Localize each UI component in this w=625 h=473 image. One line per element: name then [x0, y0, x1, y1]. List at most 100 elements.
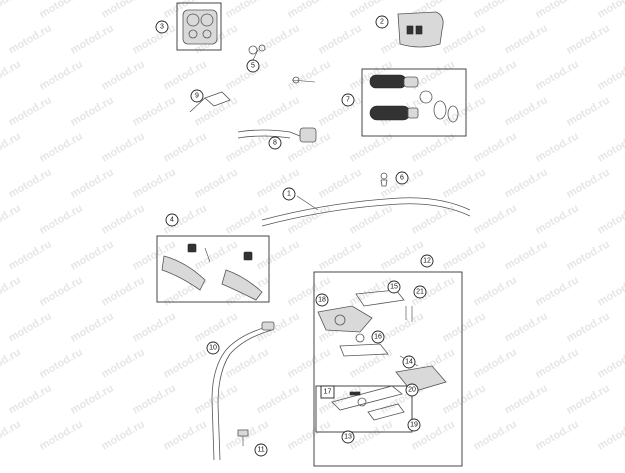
- callout-2-label: 2: [380, 19, 384, 26]
- callout-2: 2: [376, 16, 388, 28]
- watermark-text: motod.ru: [193, 310, 240, 344]
- watermark-text: motod.ru: [472, 346, 519, 380]
- watermark-text: motod.ru: [69, 238, 116, 272]
- callout-12: 12: [421, 255, 433, 267]
- watermark-text: motod.ru: [441, 238, 488, 272]
- watermark-text: motod.ru: [472, 130, 519, 164]
- callout-7: 7: [342, 94, 354, 106]
- watermark-text: motod.ru: [69, 166, 116, 200]
- watermark-text: motod.ru: [503, 166, 550, 200]
- callout-14: 14: [403, 356, 415, 368]
- callout-6-label: 6: [400, 175, 404, 182]
- watermark-text: motod.ru: [0, 346, 23, 380]
- watermark-text: motod.ru: [38, 202, 85, 236]
- watermark-text: motod.ru: [0, 202, 23, 236]
- watermark-text: motod.ru: [0, 274, 23, 308]
- watermark-text: motod.ru: [7, 310, 54, 344]
- callout-8-label: 8: [273, 140, 277, 147]
- watermark-text: motod.ru: [38, 130, 85, 164]
- watermark-text: motod.ru: [565, 382, 612, 416]
- callout-15: 15: [388, 281, 400, 293]
- callout-19: 19: [408, 419, 420, 431]
- watermark-text: motod.ru: [317, 94, 364, 128]
- callout-1-label: 1: [287, 191, 291, 198]
- callout-5-label: 5: [251, 63, 255, 70]
- callout-1: 1: [283, 188, 295, 200]
- watermark-text: motod.ru: [348, 418, 395, 452]
- watermark-text: motod.ru: [565, 166, 612, 200]
- watermark-text: motod.ru: [441, 382, 488, 416]
- callout-12-label: 12: [423, 258, 431, 265]
- watermark-text: motod.ru: [100, 0, 147, 21]
- watermark-text: motod.ru: [0, 0, 23, 21]
- watermark-text: motod.ru: [162, 58, 209, 92]
- watermark-text: motod.ru: [131, 166, 178, 200]
- callout-3: 3: [156, 21, 168, 33]
- watermark-text: motod.ru: [503, 22, 550, 56]
- watermark-text: motod.ru: [596, 202, 625, 236]
- callout-21-label: 21: [416, 289, 424, 296]
- callout-10-label: 10: [209, 345, 217, 352]
- watermark-text: motod.ru: [565, 310, 612, 344]
- watermark-text: motod.ru: [286, 58, 333, 92]
- watermark-text: motod.ru: [100, 130, 147, 164]
- watermark-text: motod.ru: [565, 22, 612, 56]
- watermark-text: motod.ru: [441, 22, 488, 56]
- watermark-text: motod.ru: [441, 94, 488, 128]
- watermark-text: motod.ru: [100, 58, 147, 92]
- callout-4: 4: [166, 214, 178, 226]
- watermark-text: motod.ru: [596, 418, 625, 452]
- watermark-text: motod.ru: [348, 130, 395, 164]
- callout-11: 11: [255, 444, 267, 456]
- watermark-text: motod.ru: [38, 58, 85, 92]
- watermark-text: motod.ru: [131, 94, 178, 128]
- watermark-text: motod.ru: [472, 58, 519, 92]
- callout-5: 5: [247, 60, 259, 72]
- watermark-text: motod.ru: [100, 418, 147, 452]
- watermark-text: motod.ru: [100, 274, 147, 308]
- part-2-grip-cover: [398, 12, 443, 47]
- callout-20-label: 20: [408, 387, 416, 394]
- watermark-text: motod.ru: [38, 346, 85, 380]
- callout-7-label: 7: [346, 97, 350, 104]
- callout-21: 21: [414, 286, 426, 298]
- watermark-text: motod.ru: [379, 238, 426, 272]
- watermark-text: motod.ru: [410, 130, 457, 164]
- watermark-text: motod.ru: [193, 238, 240, 272]
- callout-14-label: 14: [405, 359, 413, 366]
- callout-10: 10: [207, 342, 219, 354]
- callout-15-label: 15: [390, 284, 398, 291]
- watermark-text: motod.ru: [317, 22, 364, 56]
- watermark-text: motod.ru: [255, 94, 302, 128]
- watermark-text: motod.ru: [255, 310, 302, 344]
- watermark-text: motod.ru: [534, 0, 581, 21]
- watermark-text: motod.ru: [348, 274, 395, 308]
- watermark-text: motod.ru: [193, 166, 240, 200]
- watermark-text: motod.ru: [224, 0, 271, 21]
- watermark-text: motod.ru: [317, 238, 364, 272]
- watermark-text: motod.ru: [565, 238, 612, 272]
- watermark-text: motod.ru: [441, 310, 488, 344]
- callout-20: 20: [406, 384, 418, 396]
- watermark-text: motod.ru: [193, 382, 240, 416]
- watermark-text: motod.ru: [69, 382, 116, 416]
- watermark-text: motod.ru: [596, 0, 625, 21]
- watermark-text: motod.ru: [7, 94, 54, 128]
- watermark-text: motod.ru: [472, 418, 519, 452]
- callout-18-label: 18: [318, 297, 326, 304]
- watermark-text: motod.ru: [7, 382, 54, 416]
- watermark-text: motod.ru: [534, 274, 581, 308]
- watermark-text: motod.ru: [286, 0, 333, 21]
- watermark-text: motod.ru: [348, 202, 395, 236]
- watermark-text: motod.ru: [100, 346, 147, 380]
- watermark-text: motod.ru: [286, 346, 333, 380]
- watermark-text: motod.ru: [162, 418, 209, 452]
- watermark-text: motod.ru: [534, 130, 581, 164]
- watermark-text: motod.ru: [348, 0, 395, 21]
- watermark-text: motod.ru: [286, 418, 333, 452]
- watermark-text: motod.ru: [7, 166, 54, 200]
- watermark-text: motod.ru: [534, 202, 581, 236]
- watermark-text: motod.ru: [596, 130, 625, 164]
- watermark-text: motod.ru: [286, 202, 333, 236]
